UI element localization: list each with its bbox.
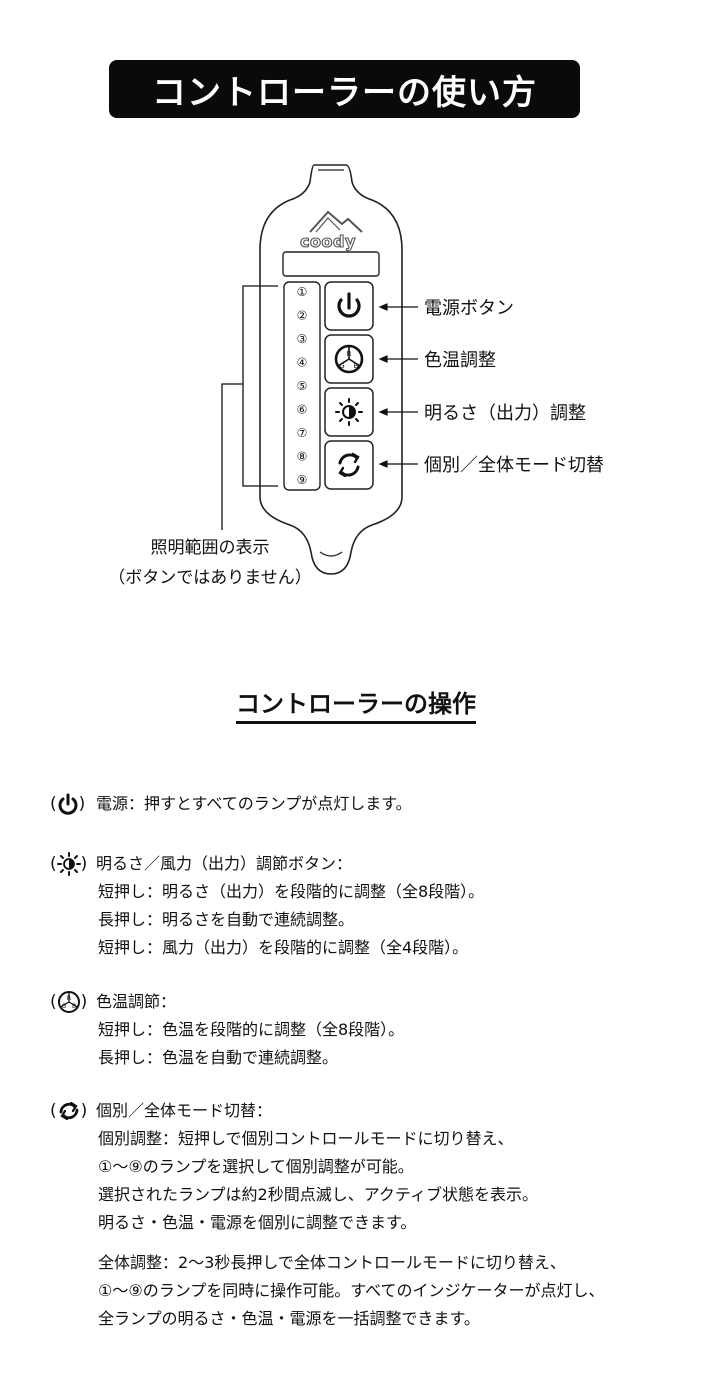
range-label-line2: （ボタンではありません）: [108, 568, 312, 588]
svg-text:B: B: [72, 1003, 76, 1010]
mode-line: 個別調整：短押しで個別コントロールモードに切り替え、: [98, 1129, 514, 1148]
sync-icon-inline: ( ): [50, 1101, 88, 1121]
mode-line: ①～⑨のランプを選択して個別調整が可能。: [98, 1157, 414, 1176]
brightness-line: 短押し：風力（出力）を段階的に調整（全4段階）。: [98, 938, 469, 957]
color-head: 色温調節：: [96, 992, 177, 1011]
mode-line: 選択されたランプは約2秒間点滅し、アクティブ状態を表示。: [98, 1185, 538, 1204]
mode-button: [324, 440, 374, 490]
brightness-button: [324, 387, 374, 437]
indicator-6: ⑥: [297, 403, 308, 417]
range-bracket: [221, 285, 278, 530]
indicator-7: ⑦: [297, 426, 308, 440]
section-mode: ( ) 個別／全体モード切替： 個別調整：短押しで個別コントロールモードに切り替…: [50, 1097, 605, 1333]
rgb-icon: R G B: [334, 344, 364, 374]
controller-diagram: coody ① ② ③ ④ ⑤ ⑥ ⑦ ⑧ ⑨ R G B: [221, 164, 418, 575]
range-label-line1: 照明範囲の表示: [150, 538, 270, 558]
section-power: ( ) 電源：押すとすべてのランプが点灯します。: [50, 790, 412, 818]
range-label: 照明範囲の表示 （ボタンではありません）: [60, 533, 360, 593]
indicator-5: ⑤: [297, 379, 308, 393]
indicator-4: ④: [297, 356, 308, 370]
mode-line: 全ランプの明るさ・色温・電源を一括調整できます。: [98, 1309, 480, 1328]
indicator-9: ⑨: [297, 473, 308, 487]
page-title-banner: コントローラーの使い方: [109, 60, 580, 118]
color-line: 長押し：色温を自動で連続調整。: [98, 1048, 339, 1067]
mode-line: ①～⑨のランプを同時に操作可能。すべてのインジケーターが点灯し、: [98, 1281, 605, 1300]
callout-mode: 個別／全体モード切替: [424, 455, 604, 476]
section-brightness: ( ) 明るさ／風力（出力）調節ボタン： 短押し：明るさ（出力）を段階的に調整（…: [50, 850, 485, 962]
display-window: [282, 251, 380, 277]
brightness-head: 明るさ／風力（出力）調節ボタン：: [96, 854, 353, 873]
rgb-b: B: [354, 362, 359, 370]
color-temp-button: R G B: [324, 334, 374, 384]
power-icon: [337, 292, 361, 318]
svg-text:R: R: [67, 995, 71, 1002]
rgb-g: G: [339, 362, 344, 370]
sync-icon: [338, 452, 360, 478]
brand-text: coody: [300, 232, 356, 251]
callout-color-temp: 色温調整: [424, 350, 496, 371]
page-title: コントローラーの使い方: [152, 72, 537, 113]
operations-title: コントローラーの操作: [0, 684, 712, 724]
mode-head: 個別／全体モード切替：: [96, 1101, 273, 1120]
brightness-line: 長押し：明るさを自動で連続調整。: [98, 910, 355, 929]
indicator-3: ③: [297, 332, 308, 346]
color-line: 短押し：色温を段階的に調整（全8段階）。: [98, 1020, 405, 1039]
indicator-2: ②: [297, 309, 308, 323]
svg-text:G: G: [61, 1003, 66, 1010]
indicator-8: ⑧: [297, 450, 308, 464]
mode-line: 明るさ・色温・電源を個別に調整できます。: [98, 1213, 417, 1232]
power-button: [324, 281, 374, 331]
indicator-1: ①: [297, 285, 308, 299]
indicator-strip: [283, 281, 321, 491]
mode-line: 全体調整：2～3秒長押しで全体コントロールモードに切り替え、: [98, 1253, 566, 1272]
power-text: 電源：押すとすべてのランプが点灯します。: [96, 794, 412, 813]
callout-power: 電源ボタン: [424, 298, 514, 319]
coody-logo: coody: [300, 210, 363, 252]
callout-brightness: 明るさ（出力）調整: [424, 403, 586, 424]
indicator-group: ① ② ③ ④ ⑤ ⑥ ⑦ ⑧ ⑨: [297, 285, 308, 487]
brightness-line: 短押し：明るさ（出力）を段階的に調整（全8段階）。: [98, 882, 485, 901]
brightness-icon-inline: ( ): [50, 852, 88, 876]
brightness-icon: [335, 398, 363, 426]
power-icon-inline: ( ): [50, 793, 86, 815]
callout-arrows: [378, 303, 418, 468]
rgb-r: R: [347, 350, 352, 358]
